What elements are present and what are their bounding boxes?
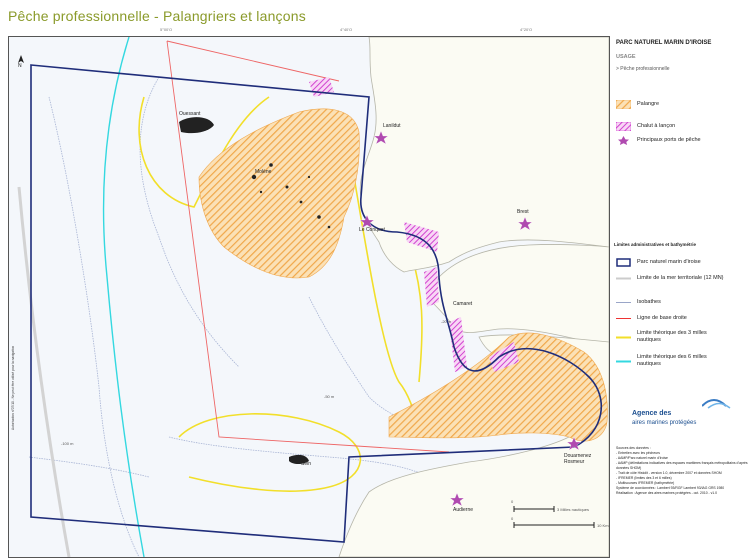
scale-zero-km: 0 bbox=[511, 516, 514, 521]
three-mile-swatch-icon bbox=[616, 336, 631, 338]
legend-admin-parc: Parc naturel marin d'iroise bbox=[616, 258, 701, 267]
palangre-zone-iroise bbox=[198, 108, 360, 279]
admin-title: Limites administratives et bathymétrie bbox=[614, 242, 697, 247]
legend-header: PARC NATUREL MARIN D'IROISE bbox=[616, 40, 712, 46]
parc-swatch-icon bbox=[616, 258, 631, 267]
palangre-swatch-icon bbox=[616, 100, 631, 109]
star-icon bbox=[618, 136, 629, 145]
label-isobath-20: -20 m bbox=[441, 319, 452, 324]
legend-subheader: USAGE bbox=[616, 54, 636, 60]
chalut-swatch-icon bbox=[616, 122, 631, 131]
parc-boundary bbox=[30, 64, 603, 543]
coord-top-3: 4°20'O bbox=[520, 27, 533, 32]
land-leon bbox=[359, 37, 609, 273]
three-mile-limit-ouessant bbox=[138, 96, 270, 208]
label-brest: Brest bbox=[517, 209, 529, 215]
coord-top-2: 4°40'O bbox=[340, 27, 353, 32]
legend-panel: PARC NATUREL MARIN D'IROISE USAGE > Pêch… bbox=[612, 36, 752, 556]
scale-zero-nm: 0 bbox=[511, 499, 514, 504]
port-douarnenez bbox=[566, 436, 582, 451]
sources-block: Sources des données : - Entretien avec l… bbox=[616, 446, 748, 495]
map-canvas bbox=[9, 37, 609, 557]
vertical-credit: Autorisation n°07/10 - Ne peut être util… bbox=[11, 345, 15, 430]
territorial-limit bbox=[17, 186, 71, 557]
label-rosmeur: Rosmeur bbox=[564, 459, 585, 465]
legend-admin-isobathes: Isobathes bbox=[616, 298, 661, 307]
chalut-zone-5 bbox=[489, 342, 519, 372]
label-le-conquet: Le Conquet bbox=[359, 227, 385, 233]
label-camaret: Camaret bbox=[453, 301, 473, 307]
three-mile-limit-sein bbox=[178, 413, 362, 492]
baseline bbox=[166, 40, 450, 453]
legend-admin-baseline: Ligne de base droite bbox=[616, 314, 687, 323]
label-douarnenez: Douarnenez bbox=[564, 453, 592, 459]
isobath-lines bbox=[28, 76, 450, 557]
legend-admin-3nm: Limite théorique des 3 milles nautiques bbox=[616, 330, 727, 344]
chalut-zone-3 bbox=[424, 267, 439, 307]
chalut-zone-4 bbox=[449, 317, 467, 372]
scale-km-label: 10 Km bbox=[597, 523, 609, 528]
three-mile-limit-coast bbox=[348, 146, 420, 433]
isobath-swatch-icon bbox=[616, 302, 631, 303]
ouessant-island bbox=[179, 117, 214, 134]
legend-admin-6nm: Limite théorique des 6 milles nautiques bbox=[616, 354, 727, 368]
scale-bar bbox=[513, 506, 595, 528]
ports bbox=[359, 130, 582, 507]
territorial-swatch-icon bbox=[616, 277, 631, 280]
port-audierne bbox=[449, 492, 465, 507]
north-arrow-icon bbox=[18, 55, 24, 63]
legend-item-palangre: Palangre bbox=[616, 100, 659, 109]
legend-admin-territorial: Limite de la mer territoriale (12 MN) bbox=[616, 274, 727, 283]
wave-logo-icon bbox=[702, 399, 731, 409]
coord-top-1: 5°00'O bbox=[160, 27, 173, 32]
label-isobath-50: -50 m bbox=[324, 394, 335, 399]
baseline-swatch-icon bbox=[616, 318, 631, 319]
chalut-zone-2 bbox=[404, 222, 439, 252]
legend-item-ports: Principaux ports de pêche bbox=[616, 136, 701, 145]
label-lanildut: Lanildut bbox=[383, 123, 401, 129]
six-mile-swatch-icon bbox=[616, 360, 631, 362]
port-brest bbox=[517, 216, 533, 231]
map-frame[interactable]: N Ouessant Molène Lanildut Le Conquet Br… bbox=[8, 36, 610, 558]
north-label: N bbox=[18, 63, 22, 69]
scale-nm-label: 3 Milles nautiques bbox=[557, 507, 590, 512]
legend-subsubheader: > Pêche professionnelle bbox=[616, 66, 670, 72]
label-isobath-100: -100 m bbox=[61, 441, 74, 446]
label-audierne: Audierne bbox=[453, 507, 474, 513]
label-ouessant: Ouessant bbox=[179, 111, 201, 117]
six-mile-limit bbox=[102, 37, 145, 557]
molene-archipelago bbox=[251, 163, 331, 229]
sein-island bbox=[289, 454, 309, 464]
label-sein: Sein bbox=[301, 461, 312, 467]
page-title: Pêche professionnelle - Palangriers et l… bbox=[8, 8, 306, 24]
agency-logo: Agence des aires marines protégées bbox=[632, 396, 742, 436]
legend-item-chalut: Chalut à lançon bbox=[616, 122, 675, 131]
label-molene: Molène bbox=[255, 169, 272, 175]
port-lanildut bbox=[373, 130, 389, 145]
port-le-conquet bbox=[359, 214, 375, 229]
palangre-zone-douarnenez bbox=[388, 332, 608, 442]
